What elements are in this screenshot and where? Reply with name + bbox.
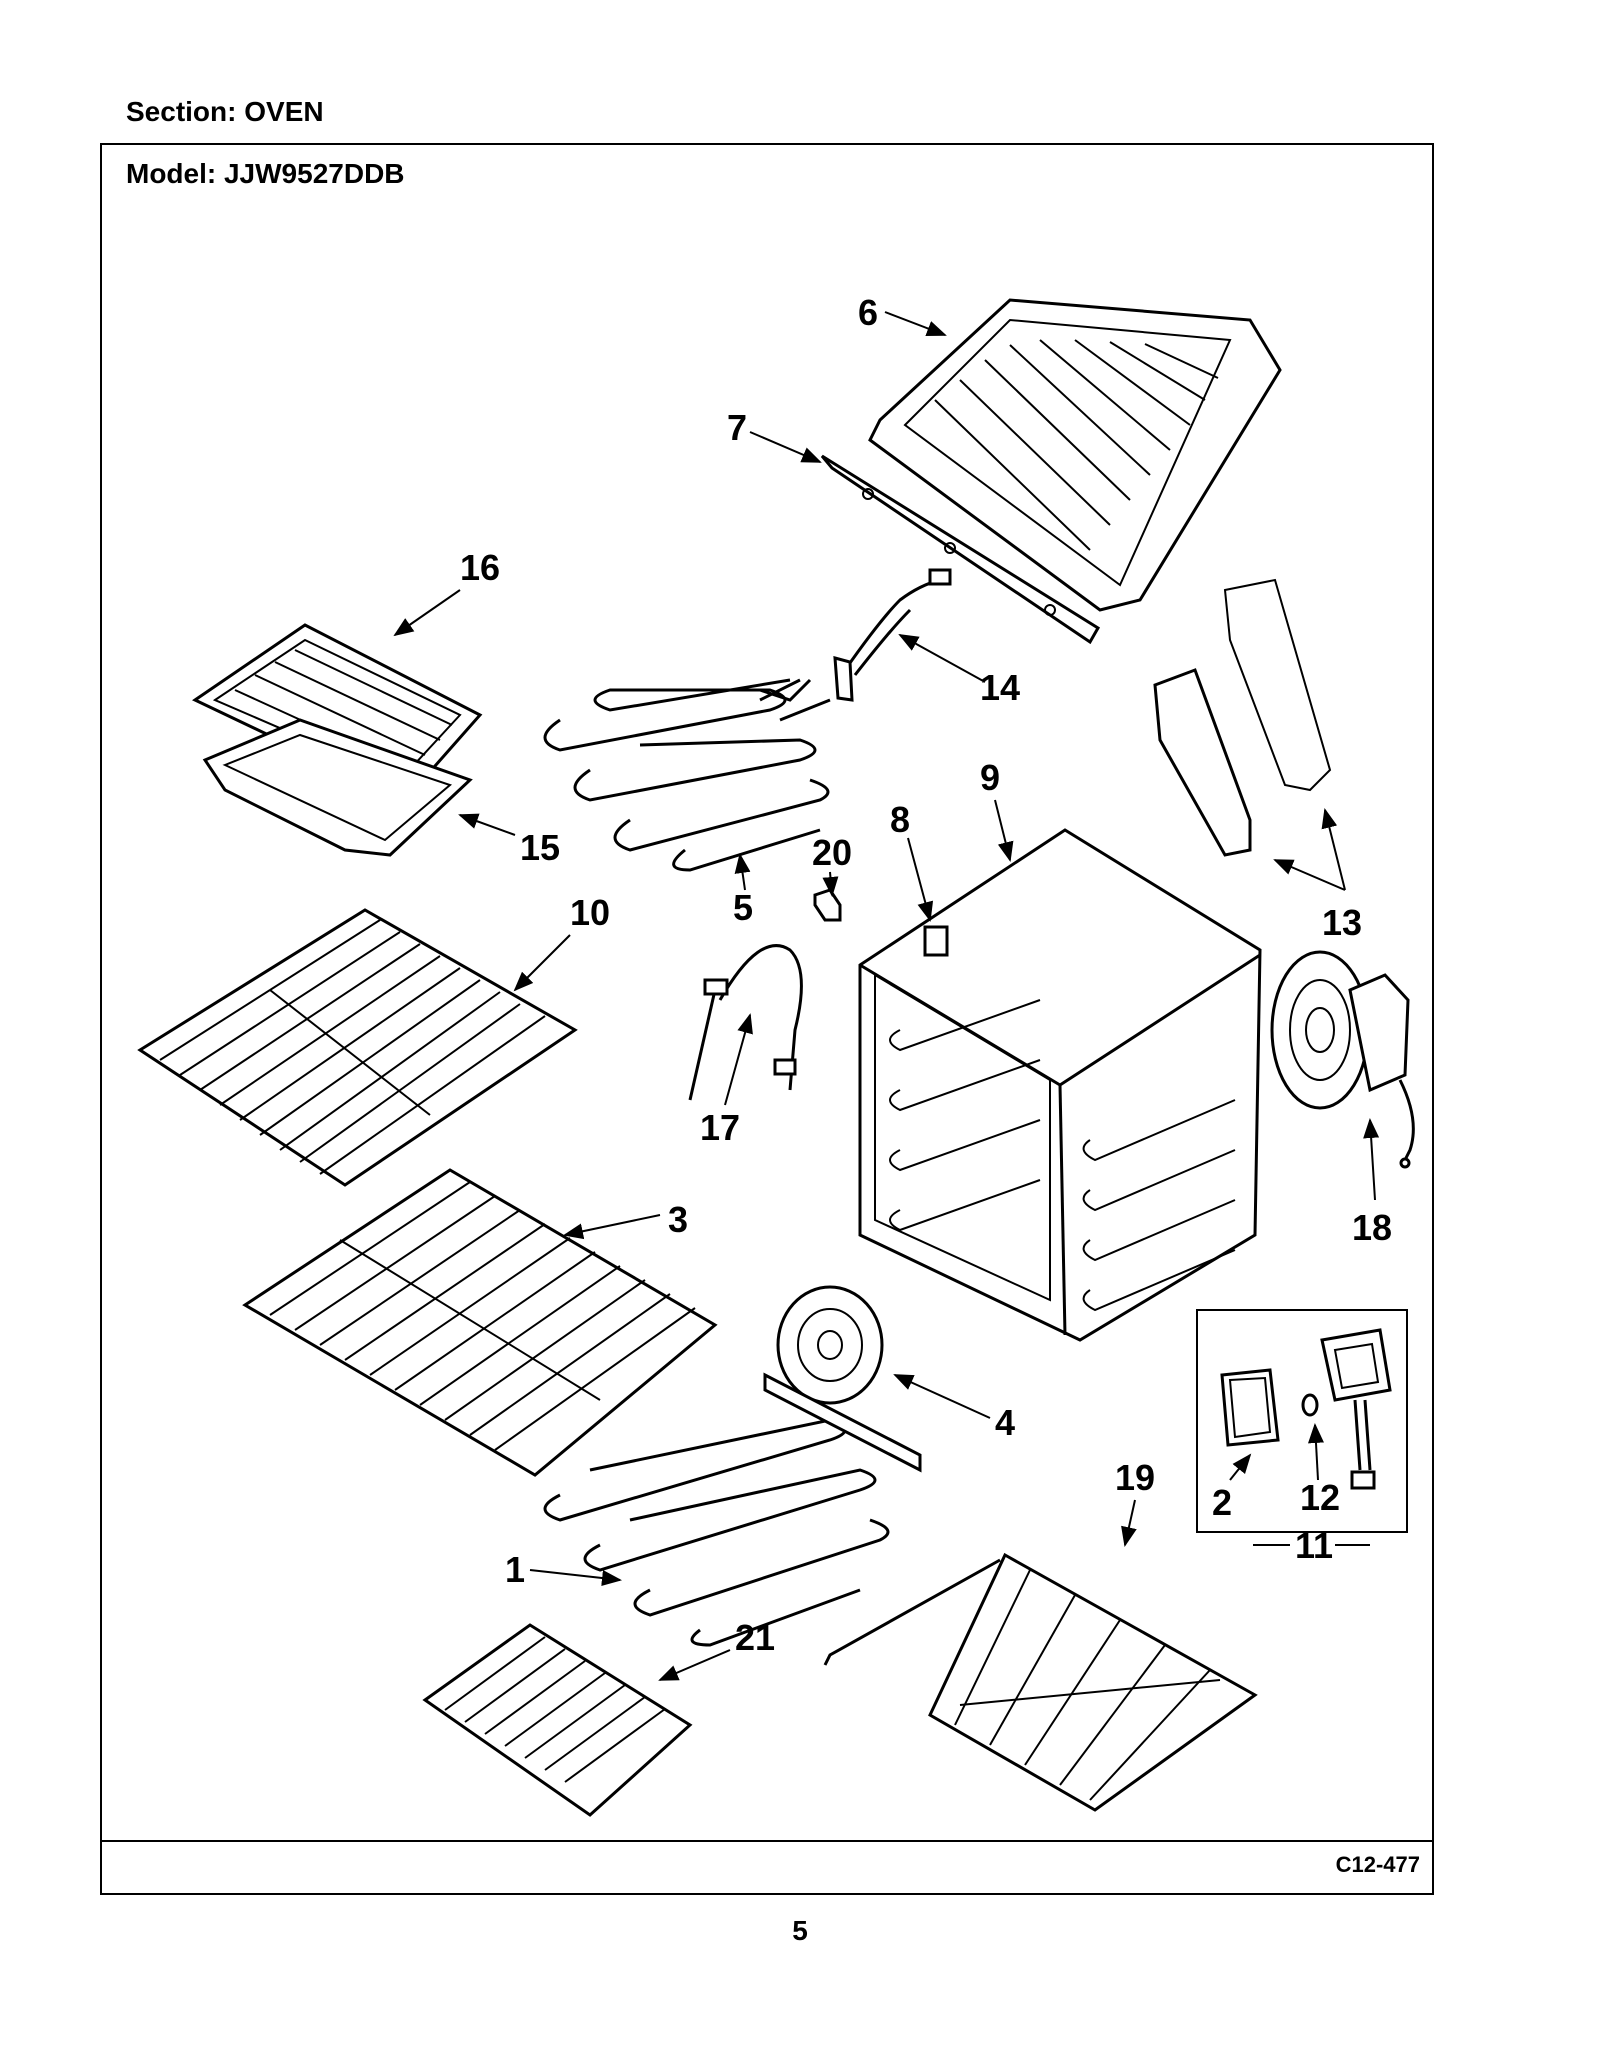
callout-5: 5 — [733, 887, 753, 928]
callout-4: 4 — [995, 1402, 1015, 1443]
part-14-wire-harness — [759, 568, 952, 722]
leader-14 — [898, 634, 986, 683]
part-10-rack — [137, 908, 578, 1187]
section-title: Section: OVEN — [126, 96, 324, 127]
part-8-sensor — [923, 925, 949, 957]
leader-7 — [749, 431, 822, 463]
callout-10: 10 — [570, 892, 610, 933]
leader-19 — [1121, 1499, 1137, 1547]
part-17-temperature-probe — [688, 944, 803, 1101]
callout-2: 2 — [1212, 1482, 1232, 1523]
callout-15: 15 — [520, 827, 560, 868]
part-1-bake-element — [543, 1372, 922, 1647]
leader-20 — [822, 871, 839, 897]
callout-12: 12 — [1300, 1477, 1340, 1518]
leader-10 — [513, 934, 571, 992]
leader-5 — [734, 853, 751, 891]
diagram-frame — [100, 143, 1434, 1895]
leader-13a — [1273, 859, 1346, 891]
part-7-bracket — [820, 454, 1101, 645]
part-5-broil-element — [543, 678, 830, 872]
part-9-oven-cavity — [858, 828, 1262, 1342]
callout-11: 11 — [1295, 1525, 1333, 1566]
callout-labels: 6 7 16 14 15 5 20 8 9 13 10 17 18 3 4 19… — [460, 292, 1392, 1658]
part-4-fan-cover — [776, 1285, 884, 1405]
model-title: Model: JJW9527DDB — [126, 158, 405, 189]
leader-17 — [724, 1013, 753, 1106]
callout-16: 16 — [460, 547, 500, 588]
leader-21 — [658, 1649, 731, 1681]
callout-19: 19 — [1115, 1457, 1155, 1498]
part-20-clip — [813, 888, 842, 922]
callout-14: 14 — [980, 667, 1020, 708]
callout-18: 18 — [1352, 1207, 1392, 1248]
leader-4 — [893, 1374, 991, 1419]
footer-rule — [100, 1840, 1434, 1842]
leader-18 — [1363, 1118, 1380, 1201]
part-21-wire-rack — [422, 1623, 693, 1817]
part-19-rack-glide — [823, 1552, 1258, 1812]
part-18-fan-motor — [1270, 950, 1415, 1169]
callout-6: 6 — [858, 292, 878, 333]
callout-3: 3 — [668, 1199, 688, 1240]
callout-1: 1 — [505, 1549, 525, 1590]
callout-13: 13 — [1322, 902, 1362, 943]
leader-12 — [1307, 1423, 1324, 1481]
callout-20: 20 — [812, 832, 852, 873]
leader-8 — [907, 837, 934, 922]
callout-leaders — [393, 311, 1380, 1681]
leader-3 — [563, 1214, 661, 1240]
callout-21: 21 — [735, 1617, 775, 1658]
callout-9: 9 — [980, 757, 1000, 798]
callout-8: 8 — [890, 799, 910, 840]
leader-16 — [393, 589, 461, 637]
callout-7: 7 — [727, 407, 747, 448]
diagram-code: C12-477 — [1335, 1852, 1420, 1877]
part-13-baffles — [1153, 578, 1332, 857]
page-number: 5 — [792, 1915, 808, 1946]
leader-13b — [1321, 808, 1346, 891]
part-15-broiler-pan — [202, 718, 473, 857]
part-6-broil-panel — [868, 298, 1282, 612]
leader-2 — [1229, 1453, 1252, 1481]
callout-17: 17 — [700, 1107, 740, 1148]
leader-15 — [458, 813, 516, 836]
part-11-light-assembly-box — [1196, 1309, 1408, 1533]
leader-6 — [884, 311, 947, 337]
leader-1 — [529, 1569, 622, 1586]
leader-9 — [994, 799, 1014, 862]
part-3-oven-rack — [242, 1168, 718, 1477]
